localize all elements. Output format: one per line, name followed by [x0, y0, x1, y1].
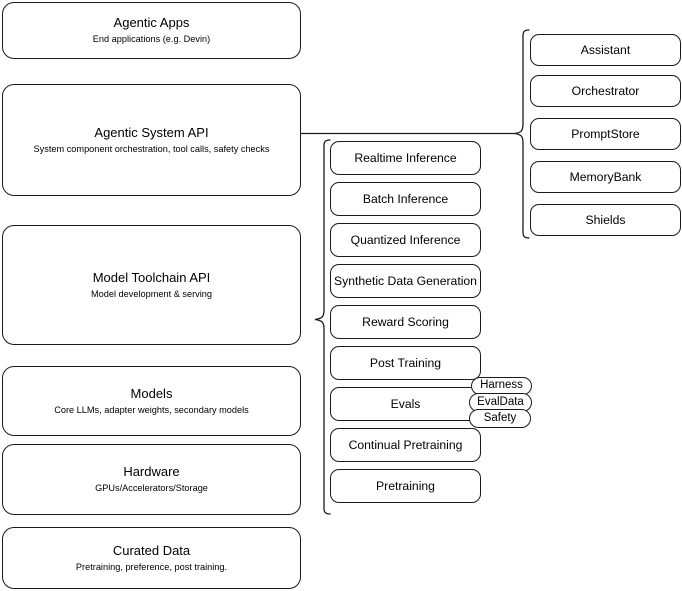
capability-label: Reward Scoring	[362, 315, 449, 329]
layer-subtitle: System component orchestration, tool cal…	[33, 143, 270, 154]
brace-model-capabilities	[314, 139, 331, 515]
layer-title: Model Toolchain API	[92, 269, 211, 285]
component-promptstore[interactable]: PromptStore	[530, 118, 681, 150]
capability-quantized-inference[interactable]: Quantized Inference	[330, 223, 481, 257]
layer-curated-data[interactable]: Curated Data Pretraining, preference, po…	[2, 527, 301, 589]
layer-title: Agentic Apps	[113, 15, 190, 30]
eval-tag-label: Harness	[480, 379, 523, 392]
capability-reward-scoring[interactable]: Reward Scoring	[330, 305, 481, 339]
capability-batch-inference[interactable]: Batch Inference	[330, 182, 481, 216]
capability-label: Batch Inference	[362, 192, 449, 206]
connector-line-system-api	[300, 132, 516, 135]
component-memorybank[interactable]: MemoryBank	[530, 161, 681, 193]
layer-agentic-system-api[interactable]: Agentic System API System component orch…	[2, 84, 301, 196]
layer-title: Models	[130, 385, 173, 401]
layer-title: Curated Data	[112, 542, 191, 558]
component-shields[interactable]: Shields	[530, 204, 681, 236]
brace-system-components	[514, 29, 530, 239]
layer-title: Agentic System API	[94, 124, 209, 140]
layer-title: Hardware	[123, 464, 180, 479]
capability-label: Post Training	[369, 356, 442, 370]
component-orchestrator[interactable]: Orchestrator	[530, 75, 681, 107]
component-label: Assistant	[580, 43, 631, 57]
capability-realtime-inference[interactable]: Realtime Inference	[330, 141, 481, 175]
component-label: PromptStore	[571, 127, 640, 141]
eval-tag-safety[interactable]: Safety	[469, 409, 531, 428]
capability-continual-pretraining[interactable]: Continual Pretraining	[330, 428, 481, 462]
layer-hardware[interactable]: Hardware GPUs/Accelerators/Storage	[2, 444, 301, 515]
capability-synthetic-data-generation[interactable]: Synthetic Data Generation	[330, 264, 481, 298]
capability-label: Evals	[390, 397, 421, 411]
capability-label: Quantized Inference	[350, 233, 461, 247]
layer-models[interactable]: Models Core LLMs, adapter weights, secon…	[2, 366, 301, 436]
layer-subtitle: GPUs/Accelerators/Storage	[95, 483, 208, 493]
layer-subtitle: End applications (e.g. Devin)	[92, 34, 211, 44]
capability-label: Realtime Inference	[354, 151, 457, 165]
layer-model-toolchain-api[interactable]: Model Toolchain API Model development & …	[2, 225, 301, 345]
component-label: Shields	[585, 213, 626, 227]
layer-agentic-apps[interactable]: Agentic Apps End applications (e.g. Devi…	[2, 2, 301, 59]
capability-pretraining[interactable]: Pretraining	[330, 469, 481, 503]
capability-label: Pretraining	[376, 479, 435, 493]
capability-label: Continual Pretraining	[348, 438, 463, 452]
layer-subtitle: Core LLMs, adapter weights, secondary mo…	[54, 404, 249, 415]
component-label: Orchestrator	[571, 84, 640, 98]
eval-tag-label: Safety	[483, 411, 517, 424]
capability-evals[interactable]: Evals	[330, 387, 481, 421]
eval-tag-label: EvalData	[477, 395, 524, 408]
layer-subtitle: Model development & serving	[90, 288, 213, 299]
layer-subtitle: Pretraining, preference, post training.	[75, 561, 228, 572]
capability-post-training[interactable]: Post Training	[330, 346, 481, 380]
component-assistant[interactable]: Assistant	[530, 34, 681, 66]
capability-label: Synthetic Data Generation	[334, 274, 477, 288]
component-label: MemoryBank	[569, 170, 642, 184]
